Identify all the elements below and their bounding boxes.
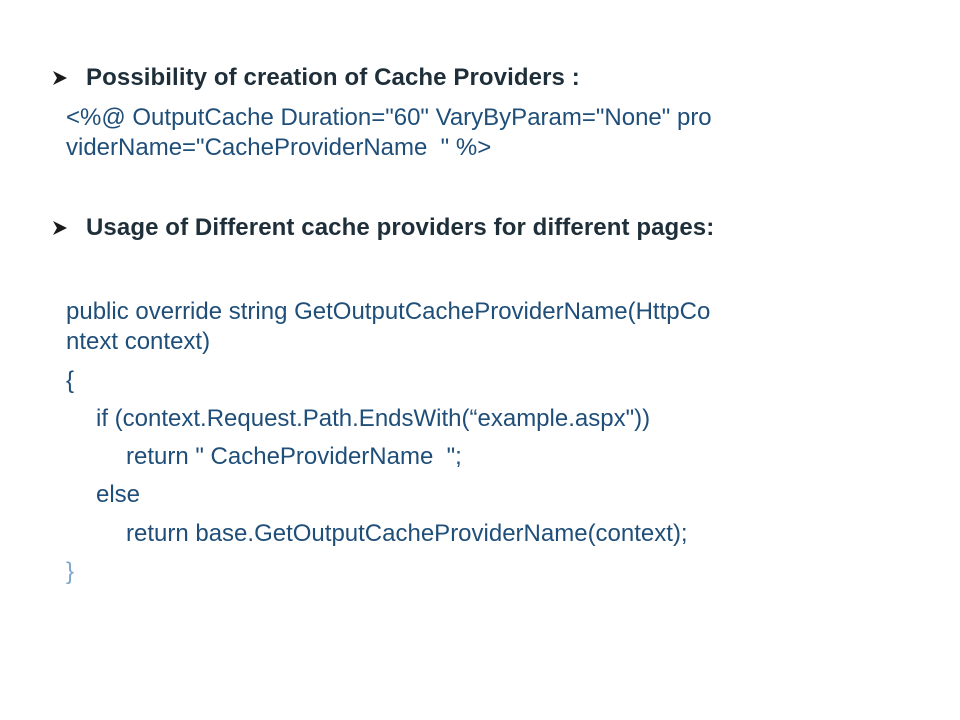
directive-line-2: viderName="CacheProviderName " %> xyxy=(66,134,492,161)
bullet-heading: Possibility of creation of Cache Provide… xyxy=(86,64,580,91)
code-line-return-name: return " CacheProviderName "; xyxy=(126,443,462,470)
code-line-return-base: return base.GetOutputCacheProviderName(c… xyxy=(126,520,688,547)
arrow-bullet-icon xyxy=(53,71,67,85)
code-line-open-brace: { xyxy=(66,367,75,394)
bullet-item-cache-providers: Possibility of creation of Cache Provide… xyxy=(52,64,580,92)
bullet-heading: Usage of Different cache providers for d… xyxy=(86,214,715,241)
bullet-item-different-providers: Usage of Different cache providers for d… xyxy=(52,214,714,242)
code-line-close-brace: } xyxy=(66,558,75,585)
directive-line-1: <%@ OutputCache Duration="60" VaryByPara… xyxy=(66,104,712,131)
code-line-if: if (context.Request.Path.EndsWith(“examp… xyxy=(96,405,651,432)
code-line-1: public override string GetOutputCachePro… xyxy=(66,298,711,325)
arrow-bullet-icon xyxy=(53,221,67,235)
code-line-2: ntext context) xyxy=(66,328,211,355)
code-line-else: else xyxy=(96,481,141,508)
